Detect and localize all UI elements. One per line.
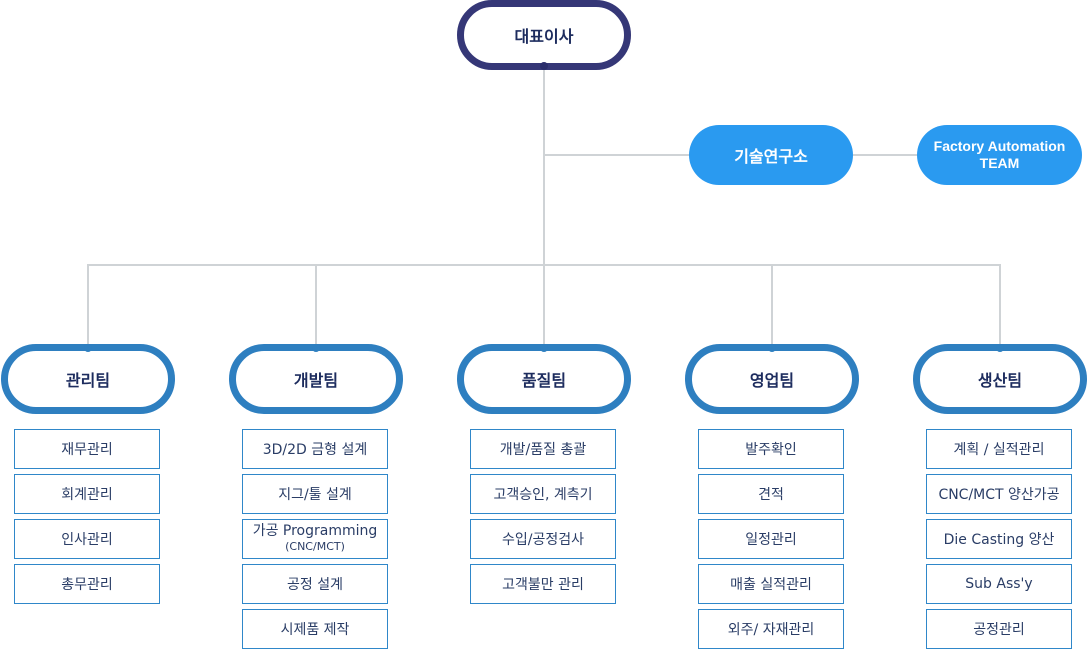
team-drop-line-3 — [771, 264, 773, 346]
task-box: 일정관리 — [698, 519, 844, 559]
team-node-sales: 영업팀 — [685, 344, 859, 414]
task-box: 지그/툴 설계 — [242, 474, 388, 514]
task-box: 견적 — [698, 474, 844, 514]
task-box: CNC/MCT 양산가공 — [926, 474, 1072, 514]
team-label: 영업팀 — [749, 371, 795, 390]
task-box: 재무관리 — [14, 429, 160, 469]
task-label: 지그/툴 설계 — [278, 487, 352, 503]
task-label: 3D/2D 금형 설계 — [262, 442, 368, 458]
ceo-node: 대표이사 — [457, 0, 631, 70]
fa-team-node: Factory Automation TEAM — [917, 125, 1082, 185]
task-label: 계획 / 실적관리 — [953, 442, 1045, 458]
task-label: 인사관리 — [61, 532, 113, 548]
task-box: Die Casting 양산 — [926, 519, 1072, 559]
team-node-management: 관리팀 — [1, 344, 175, 414]
lab-branch-line — [544, 154, 690, 156]
team-label: 관리팀 — [65, 371, 111, 390]
task-box: 3D/2D 금형 설계 — [242, 429, 388, 469]
task-label: 시제품 제작 — [280, 622, 350, 638]
task-box: Sub Ass'y — [926, 564, 1072, 604]
task-label: 일정관리 — [745, 532, 797, 548]
team-connector-dot-0 — [84, 344, 92, 352]
team-connector-dot-1 — [312, 344, 320, 352]
task-label: 수입/공정검사 — [502, 532, 584, 548]
task-label: Die Casting 양산 — [943, 532, 1055, 548]
fa-team-label-line1: Factory Automation — [933, 138, 1066, 154]
ceo-trunk-line — [543, 66, 545, 346]
task-box: 매출 실적관리 — [698, 564, 844, 604]
team-node-quality: 품질팀 — [457, 344, 631, 414]
task-label: 발주확인 — [745, 442, 797, 458]
team-label: 생산팀 — [977, 371, 1023, 390]
task-box: 총무관리 — [14, 564, 160, 604]
task-label: 공정 설계 — [287, 577, 343, 593]
team-label: 개발팀 — [293, 371, 339, 390]
task-label: 외주/ 자재관리 — [727, 622, 815, 638]
lab-node: 기술연구소 — [689, 125, 853, 185]
team-connector-dot-4 — [996, 344, 1004, 352]
team-drop-line-0 — [87, 264, 89, 346]
task-box: 고객불만 관리 — [470, 564, 616, 604]
task-label: 고객승인, 계측기 — [493, 487, 593, 503]
team-node-development: 개발팀 — [229, 344, 403, 414]
task-box: 시제품 제작 — [242, 609, 388, 649]
task-box: 발주확인 — [698, 429, 844, 469]
task-box: 공정관리 — [926, 609, 1072, 649]
team-label: 품질팀 — [521, 371, 567, 390]
task-sublabel: (CNC/MCT) — [285, 540, 345, 553]
task-label: 공정관리 — [973, 622, 1025, 638]
task-box: 인사관리 — [14, 519, 160, 559]
task-box: 수입/공정검사 — [470, 519, 616, 559]
task-box: 고객승인, 계측기 — [470, 474, 616, 514]
task-label: 재무관리 — [61, 442, 113, 458]
task-box: 공정 설계 — [242, 564, 388, 604]
task-box: 계획 / 실적관리 — [926, 429, 1072, 469]
task-label: Sub Ass'y — [965, 576, 1033, 592]
team-connector-dot-3 — [768, 344, 776, 352]
task-label: 개발/품질 총괄 — [499, 442, 587, 458]
team-drop-line-4 — [999, 264, 1001, 346]
ceo-label: 대표이사 — [514, 27, 574, 46]
team-connector-dot-2 — [540, 344, 548, 352]
task-label: CNC/MCT 양산가공 — [938, 487, 1060, 503]
task-label: 매출 실적관리 — [730, 577, 812, 593]
task-box: 개발/품질 총괄 — [470, 429, 616, 469]
team-node-production: 생산팀 — [913, 344, 1087, 414]
ceo-connector-dot — [540, 62, 548, 70]
lab-fa-link-line — [853, 154, 918, 156]
team-bus-line — [87, 264, 1001, 266]
team-drop-line-1 — [315, 264, 317, 346]
task-label: 견적 — [758, 487, 784, 503]
task-label: 고객불만 관리 — [502, 577, 584, 593]
task-label: 총무관리 — [61, 577, 113, 593]
task-box: 회계관리 — [14, 474, 160, 514]
lab-label: 기술연구소 — [734, 147, 808, 166]
task-box: 외주/ 자재관리 — [698, 609, 844, 649]
task-label: 가공 Programming — [252, 523, 378, 539]
fa-team-label-line2: TEAM — [979, 155, 1020, 171]
task-box: 가공 Programming (CNC/MCT) — [242, 519, 388, 559]
task-label: 회계관리 — [61, 487, 113, 503]
